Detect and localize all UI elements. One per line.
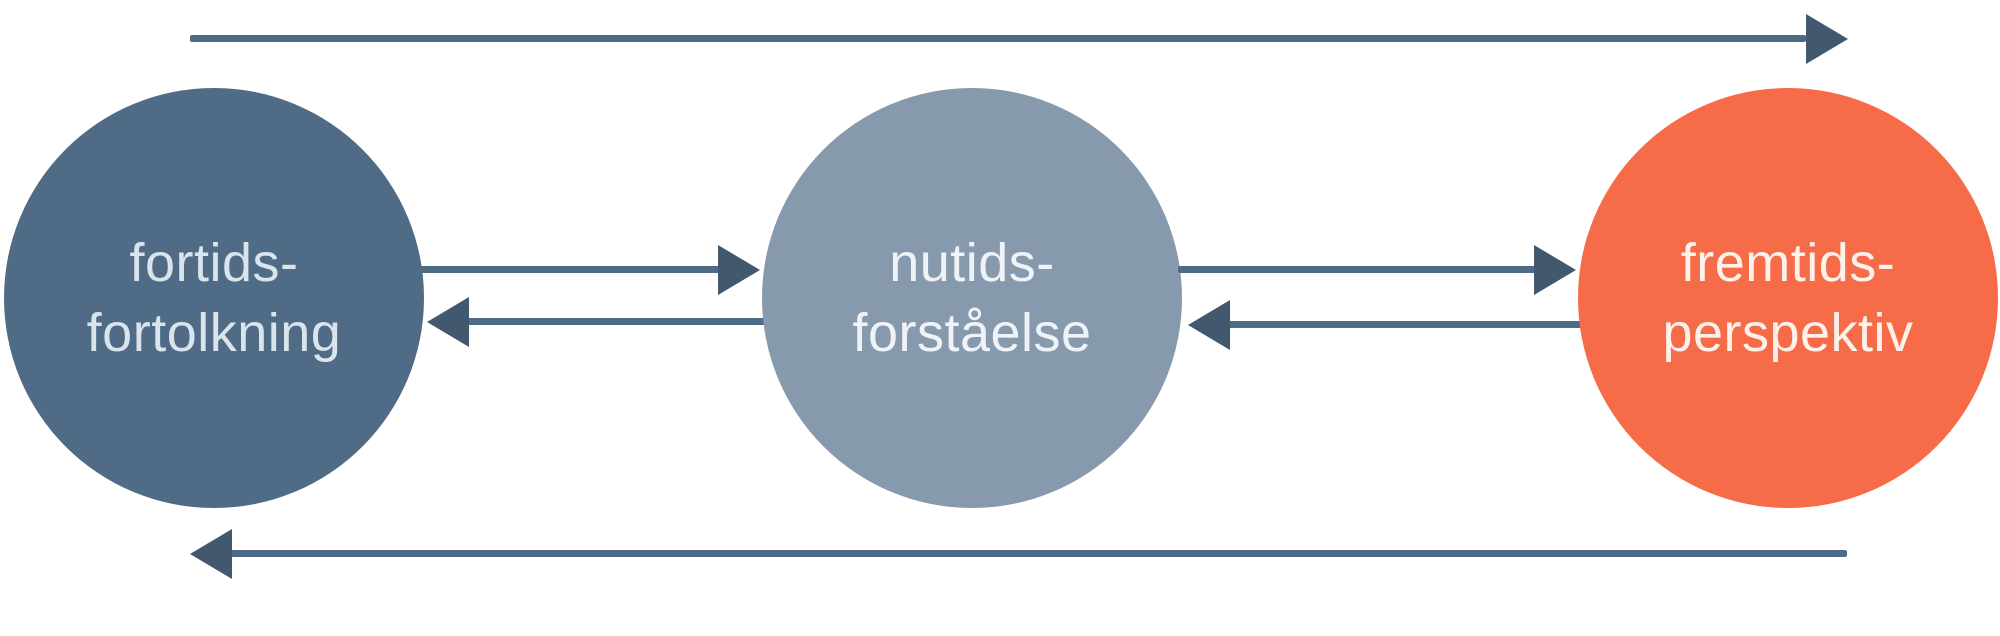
arrowhead-left-icon <box>427 297 469 347</box>
arrowhead-left-icon <box>190 529 232 579</box>
arrowhead-right-icon <box>1534 245 1576 295</box>
node-fremtids-perspektiv: fremtids- perspektiv <box>1578 88 1998 508</box>
arrowhead-right-icon <box>1806 14 1848 64</box>
node-label-line2: perspektiv <box>1662 303 1914 363</box>
node-label-line1: fortids- <box>129 233 299 293</box>
node-fortids-fortolkning: fortids- fortolkning <box>4 88 424 508</box>
arrow-line <box>1178 266 1536 273</box>
arrow-line <box>1228 321 1583 328</box>
node-label-line1: nutids- <box>889 233 1055 293</box>
node-label-line2: fortolkning <box>86 303 342 363</box>
node-label: fremtids- perspektiv <box>1662 228 1913 368</box>
arrowhead-right-icon <box>718 245 760 295</box>
arrow-line <box>190 35 1806 42</box>
node-label: nutids- forståelse <box>852 228 1091 368</box>
arrow-line <box>420 266 720 273</box>
node-label-line2: forståelse <box>852 303 1092 363</box>
arrow-line <box>230 550 1847 557</box>
arrow-line <box>467 318 767 325</box>
node-label: fortids- fortolkning <box>87 228 342 368</box>
node-nutids-forstaelse: nutids- forståelse <box>762 88 1182 508</box>
arrowhead-left-icon <box>1188 300 1230 350</box>
node-label-line1: fremtids- <box>1680 233 1896 293</box>
